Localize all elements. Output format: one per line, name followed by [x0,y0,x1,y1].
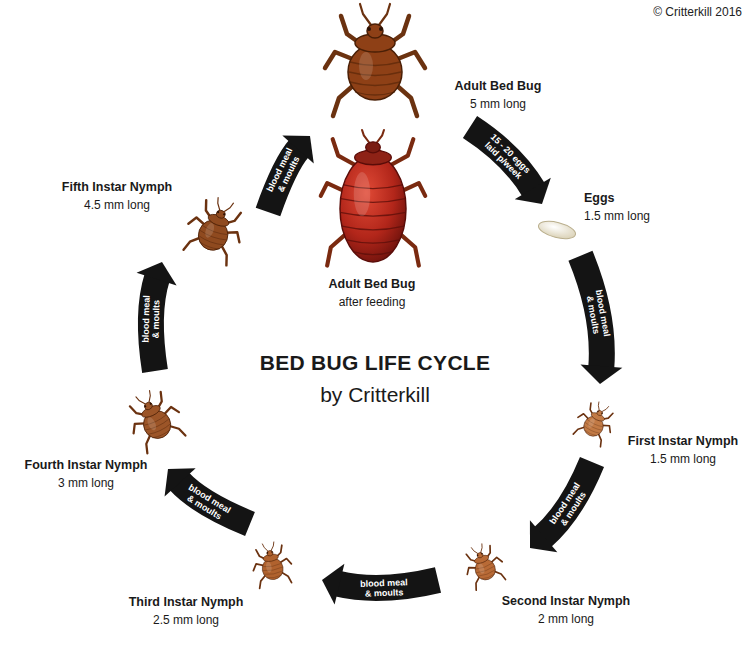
fifth-nymph-illustration [176,192,254,268]
stage-name: Third Instar Nymph [129,593,244,611]
third-nymph-illustration [236,538,308,592]
arrow-label: blood meal & moults [356,577,413,599]
life-stage: Second Instar Nymph2 mm long [502,592,631,628]
stage-size: 2.5 mm long [129,611,244,629]
arrow-shaft [542,462,592,538]
life-stage: Adult Bed Bug5 mm long [455,77,542,113]
stage-name: Eggs [584,189,650,207]
cycle-arrow [137,262,177,371]
life-stage: First Instar Nymph1.5 mm long [628,432,738,468]
arrow-head [322,564,344,605]
stage-name: Second Instar Nymph [502,592,631,610]
arrow-head [580,364,622,384]
egg [537,218,578,242]
first-nymph [571,397,620,448]
life-stage: Adult Bed Bugafter feeding [329,275,416,311]
stage-name: Adult Bed Bug [329,275,416,293]
adult-bed-bug [325,4,425,116]
adult-bed-bug-illustration [305,2,445,122]
stage-name: Fourth Instar Nymph [25,456,148,474]
fed-bed-bug-illustration [318,128,428,273]
stage-name: First Instar Nymph [628,432,738,450]
cycle-arrow [530,462,592,552]
copyright-note: © Critterkill 2016 [653,4,742,20]
arrow-shaft [470,127,534,190]
life-stage: Third Instar Nymph2.5 mm long [129,593,244,629]
stage-size: 2 mm long [502,610,631,628]
first-nymph-illustration [568,398,622,448]
stage-size: 1.5 mm long [628,450,738,468]
cycle-arrow [322,564,438,605]
arrow-head [137,262,177,285]
arrow-label: blood meal & moults [140,290,161,346]
stage-size: 4.5 mm long [62,196,172,214]
stage-name: Fifth Instar Nymph [62,178,172,196]
fed-bed-bug [321,130,426,266]
second-nymph-illustration [452,540,516,592]
life-stage: Fourth Instar Nymph3 mm long [25,456,148,492]
fourth-nymph-illustration [110,385,200,455]
cycle-arrow [470,127,551,204]
stage-name: Adult Bed Bug [455,77,542,95]
life-stage: Fifth Instar Nymph4.5 mm long [62,178,172,214]
diagram-title: BED BUG LIFE CYCLE [260,350,491,376]
cycle-arrow [580,256,622,384]
arrow-head [515,178,551,204]
stage-size: 3 mm long [25,474,148,492]
fourth-nymph [120,383,189,455]
second-nymph [459,539,508,591]
egg-illustration [536,218,578,242]
arrow-label: blood meal & moults [263,143,306,202]
fifth-nymph [179,191,251,267]
third-nymph [249,540,294,589]
life-stage: Eggs1.5 mm long [584,189,650,225]
stage-size: 1.5 mm long [584,207,650,225]
stage-size: after feeding [329,293,416,311]
stage-size: 5 mm long [455,95,542,113]
subtitle: by Critterkill [320,382,430,408]
